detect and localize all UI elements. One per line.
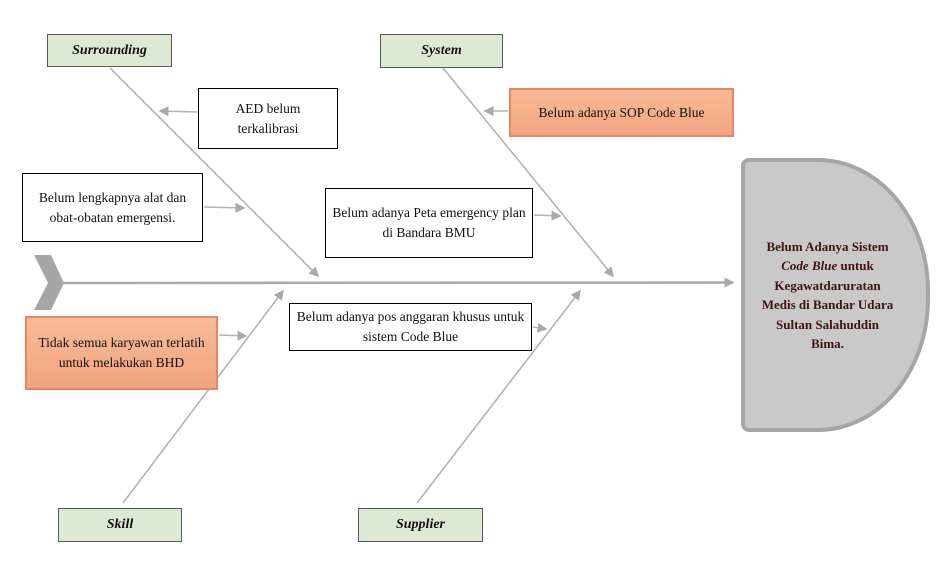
category-label-system: System xyxy=(421,43,462,58)
anggaran-connector-arrow xyxy=(532,322,548,333)
effect-text-part-2: untuk Kegawatdaruratan Medis di Bandar U… xyxy=(761,258,894,351)
cause-box-belum-lengkap-alat-obat: Belum lengkapnya alat dan obat-obatan em… xyxy=(22,173,203,242)
cause-box-belum-adanya-peta-emergency-plan: Belum adanya Peta emergency plan di Band… xyxy=(325,188,533,258)
supplier-branch-line xyxy=(416,289,581,504)
effect-text-part-1: Belum Adanya Sistem xyxy=(766,238,889,254)
peta-connector-arrow xyxy=(533,210,562,221)
fishbone-tail-chevron-icon xyxy=(34,255,64,310)
aed-connector-arrow xyxy=(158,106,198,117)
category-label-surrounding: Surrounding xyxy=(72,42,147,58)
effect-statement: Belum Adanya Sistem Code Blue untuk Kega… xyxy=(759,237,896,354)
cause-box-karyawan-belum-terlatih-bhd: Tidak semua karyawan terlatih untuk mela… xyxy=(25,316,218,390)
category-label-skill: Skill xyxy=(106,517,134,532)
category-box-skill: Skill xyxy=(58,508,182,542)
alat-connector-arrow xyxy=(203,202,246,213)
cause-box-belum-adanya-pos-anggaran: Belum adanya pos anggaran khusus untuk s… xyxy=(289,303,532,351)
category-box-system: System xyxy=(380,34,503,68)
cause-label: Belum lengkapnya alat dan obat-obatan em… xyxy=(38,189,187,225)
surrounding-branch-line xyxy=(109,67,320,278)
category-box-surrounding: Surrounding xyxy=(47,34,172,67)
category-label-supplier: Supplier xyxy=(395,517,445,532)
cause-box-belum-adanya-sop-code-blue: Belum adanya SOP Code Blue xyxy=(509,88,734,137)
cause-label: Belum adanya pos anggaran khusus untuk s… xyxy=(296,309,525,344)
bhd-connector-arrow xyxy=(218,330,248,341)
category-box-supplier: Supplier xyxy=(358,508,483,542)
spine-line xyxy=(61,277,735,288)
skill-branch-line xyxy=(122,289,284,504)
cause-label: Belum adanya SOP Code Blue xyxy=(538,104,705,120)
effect-text-italic: Code Blue xyxy=(781,258,838,273)
effect-head-shape: Belum Adanya Sistem Code Blue untuk Kega… xyxy=(741,158,930,432)
cause-box-aed-belum-terkalibrasi: AED belum terkalibrasi xyxy=(198,88,338,149)
cause-label: Belum adanya Peta emergency plan di Band… xyxy=(332,205,526,240)
cause-label: Tidak semua karyawan terlatih untuk mela… xyxy=(38,335,205,370)
system-branch-line xyxy=(442,67,614,278)
cause-label: AED belum terkalibrasi xyxy=(235,100,301,136)
